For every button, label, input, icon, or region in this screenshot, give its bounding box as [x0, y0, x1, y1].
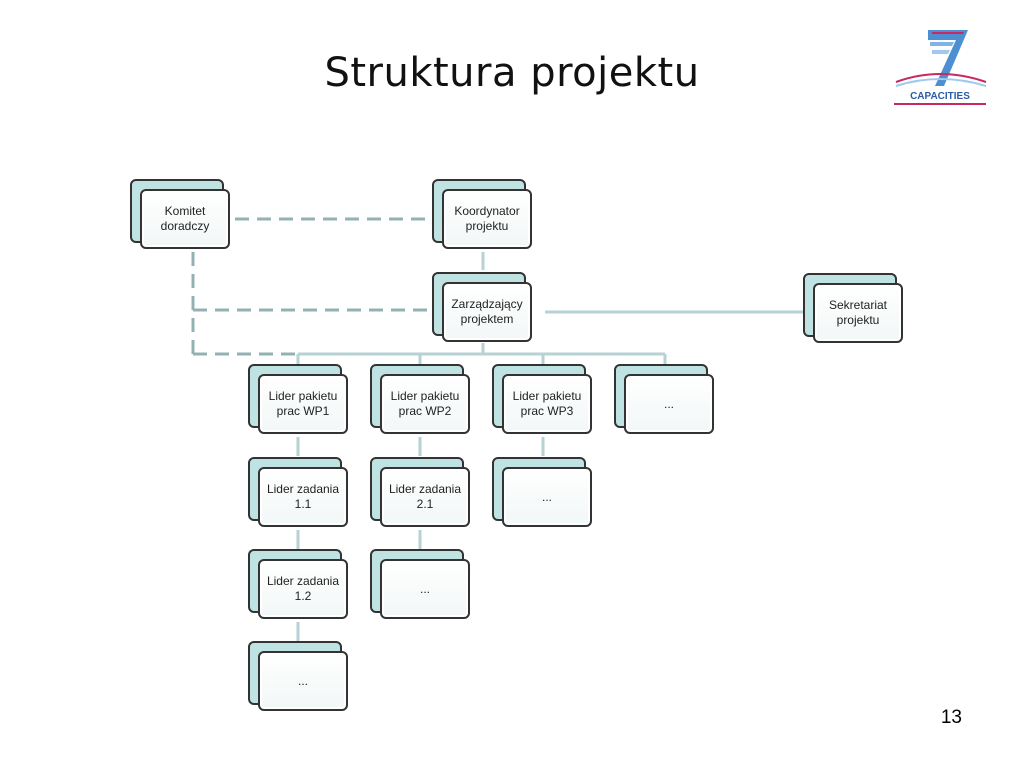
slide-title: Struktura projektu [324, 50, 700, 96]
node-wp3-leader-label: Lider pakietu prac WP3 [502, 374, 592, 434]
node-wp-more-label: ... [624, 374, 714, 434]
node-secretariat-label: Sekretariat projektu [813, 283, 903, 343]
node-project-manager-label: Zarządzający projektem [442, 282, 532, 342]
node-task-1-2-label: Lider zadania 1.2 [258, 559, 348, 619]
node-wp1-leader-label: Lider pakietu prac WP1 [258, 374, 348, 434]
node-wp2-leader-label: Lider pakietu prac WP2 [380, 374, 470, 434]
node-advisory-committee-label: Komitet doradczy [140, 189, 230, 249]
node-task-2-more-label: ... [380, 559, 470, 619]
node-task-2-1-label: Lider zadania 2.1 [380, 467, 470, 527]
node-task-3-more-label: ... [502, 467, 592, 527]
fp7-logo-icon: CAPACITIES [894, 30, 987, 105]
node-task-1-more-label: ... [258, 651, 348, 711]
fp7-capacities-logo: CAPACITIES [888, 26, 992, 108]
node-task-1-1-label: Lider zadania 1.1 [258, 467, 348, 527]
page-number: 13 [940, 707, 962, 728]
logo-text: CAPACITIES [910, 91, 970, 102]
node-coordinator-label: Koordynator projektu [442, 189, 532, 249]
